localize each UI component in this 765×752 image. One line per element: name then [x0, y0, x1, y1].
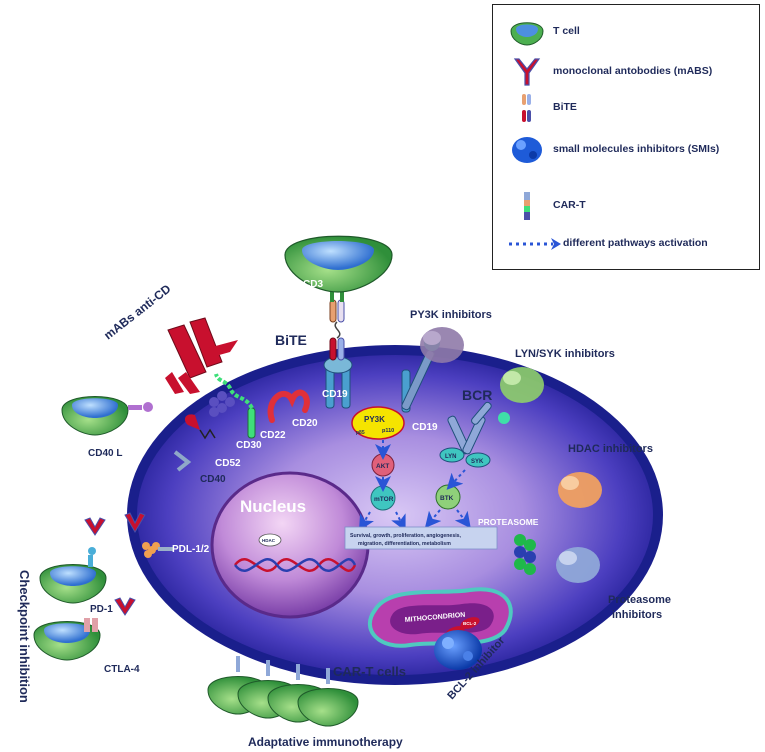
car-t-icon [524, 192, 530, 220]
legend-row-mabs: monoclonal antobodies (mABS) [493, 57, 759, 87]
legend-pathways-label: different pathways activation [563, 237, 708, 249]
cd20-receptor [267, 389, 310, 423]
dotted-arrow-icon [509, 238, 561, 250]
cd3-label: CD3 [303, 279, 323, 290]
t-cell-icon [510, 22, 544, 46]
hdac-inh-label: HDAC inhibitors [568, 443, 653, 455]
proteasome-label: PROTEASOME [478, 517, 539, 527]
cd40-label: CD40 [200, 474, 226, 485]
akt-label: AKT [376, 463, 389, 470]
py3k-inh-label: PY3K inhibitors [410, 309, 492, 321]
legend-box: T cell monoclonal antobodies (mABS) BiTE… [492, 4, 760, 270]
antibody-icon [513, 58, 541, 86]
cd20-label: CD20 [292, 418, 318, 429]
ctla4-label: CTLA-4 [104, 664, 140, 675]
legend-row-t-cell: T cell [493, 17, 759, 47]
proteasome-inhibitor-molecule [556, 547, 600, 583]
car-t-cells [207, 656, 359, 727]
smi-molecule-icon [512, 137, 542, 163]
outcome-line-1: Survival, growth, proliferation, angioge… [350, 533, 462, 539]
proteasome [514, 534, 536, 575]
legend-car-t-label: CAR-T [553, 199, 586, 211]
car-t-cells-label: CAR-T cells [333, 664, 406, 679]
p85-label: p85 [356, 430, 365, 436]
bite-icon [522, 94, 531, 122]
outcome-line-2: migration, differentiation, metabolism [358, 541, 451, 547]
bite-molecule [329, 299, 345, 361]
t-cell-pd1 [39, 547, 107, 604]
cd19-top-label: CD19 [322, 389, 348, 400]
bcr-label: BCR [462, 387, 492, 403]
legend-row-smis: small molecules inhibitors (SMIs) [493, 135, 759, 165]
cd19-bcr-label: CD19 [412, 422, 438, 433]
py3k-node [351, 406, 405, 440]
proteasome-inh-label-2: inhibitors [612, 609, 662, 621]
bcl2-label: BCL-2 [463, 621, 477, 626]
outcome-box [344, 526, 498, 550]
lyn-label: LYN [445, 454, 456, 460]
legend-row-bite: BiTE [493, 93, 759, 123]
checkpoint-label: Checkpoint inhibition [17, 570, 32, 703]
cd52-receptor [184, 414, 216, 440]
legend-smis-label: small molecules inhibitors (SMIs) [553, 143, 720, 155]
p110-label: p110 [382, 428, 394, 434]
bite-label: BiTE [275, 332, 307, 348]
mtor-label: mTOR [374, 496, 394, 503]
hdac-inhibitor-molecule [558, 472, 602, 508]
pd1-label: PD-1 [90, 604, 113, 615]
legend-row-pathways: different pathways activation [493, 229, 759, 259]
legend-bite-label: BiTE [553, 101, 577, 113]
cd40-receptor [173, 450, 192, 472]
py3k-inhibitor-molecule [420, 327, 464, 363]
mabs-anti-cd-label: mABs anti-CD [101, 281, 173, 342]
cd40l-label: CD40 L [88, 448, 122, 459]
cd30-receptor [209, 391, 235, 417]
proteasome-inh-label-1: Proteasome [608, 594, 671, 606]
cd30-label: CD30 [236, 440, 262, 451]
t-cell-bite [284, 235, 393, 293]
checkpoint-antibodies [84, 512, 146, 616]
adaptative-label: Adaptative immunotherapy [248, 735, 403, 749]
hdac-label: HDAC [262, 538, 276, 543]
mitochondrion [368, 587, 513, 648]
syk-label: SYK [471, 459, 484, 465]
pdl-receptor [142, 542, 174, 558]
cd19-receptor [323, 356, 353, 409]
legend-t-cell-label: T cell [553, 25, 580, 37]
legend-row-car-t: CAR-T [493, 191, 759, 221]
nucleus-label: Nucleus [240, 497, 306, 516]
py3k-label: PY3K [364, 415, 385, 424]
lyn-syk-inh-label: LYN/SYK inhibitors [515, 348, 615, 360]
lyn-syk-inhibitor-molecule [500, 367, 544, 403]
bcl2-inhibitor-molecule [434, 630, 482, 670]
cd22-receptor [214, 373, 256, 439]
pdl-label: PDL-1/2 [172, 544, 210, 555]
legend-mabs-label: monoclonal antobodies (mABS) [553, 65, 713, 77]
btk-label: BTK [440, 495, 454, 502]
cd52-label: CD52 [215, 458, 241, 469]
bcr-receptor [439, 401, 510, 468]
t-cell-ctla4 [33, 618, 101, 661]
pathway-arrows [358, 440, 471, 532]
cd22-label: CD22 [260, 430, 286, 441]
t-cell-cd40l [61, 396, 153, 436]
mabs-anti-cd [165, 317, 238, 394]
